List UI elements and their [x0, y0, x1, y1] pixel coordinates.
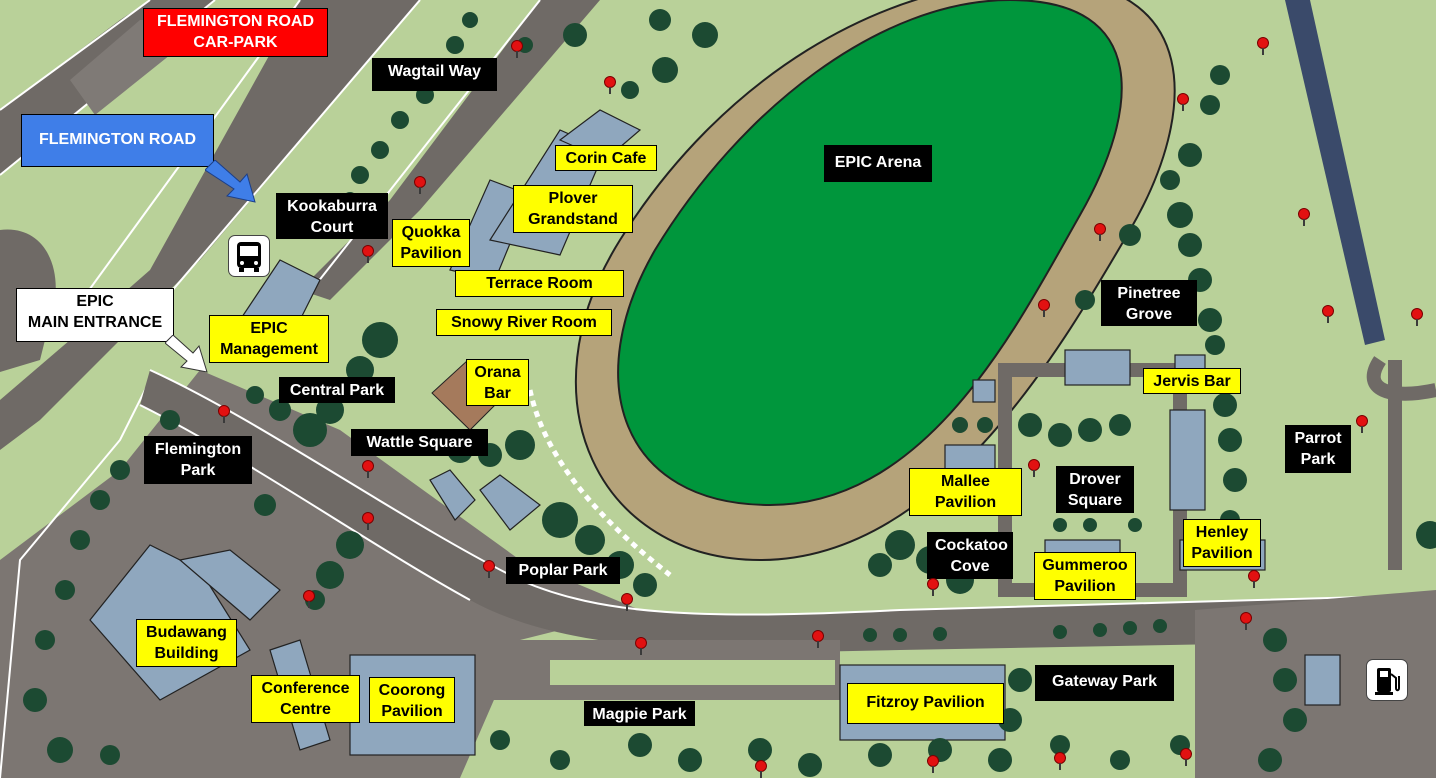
location-pin-icon	[811, 630, 825, 650]
conference-centre-label: Conference Centre	[251, 675, 360, 723]
location-pin-icon	[1256, 37, 1270, 57]
kookaburra-court-label: Kookaburra Court	[276, 193, 388, 239]
location-pin-icon	[1053, 752, 1067, 772]
location-pin-icon	[1093, 223, 1107, 243]
location-pin-icon	[1179, 748, 1193, 768]
location-pin-icon	[510, 40, 524, 60]
flemington-road-label: FLEMINGTON ROAD	[21, 114, 214, 167]
location-pin-icon	[1247, 570, 1261, 590]
epic-management-label: EPIC Management	[209, 315, 329, 363]
location-pin-icon	[754, 760, 768, 778]
arrow-icon	[205, 160, 256, 203]
arrow-icon	[165, 335, 208, 373]
bus-icon	[228, 235, 270, 277]
location-pin-icon	[302, 590, 316, 610]
location-pin-icon	[1239, 612, 1253, 632]
wagtail-way-label: Wagtail Way	[372, 58, 497, 91]
location-pin-icon	[634, 637, 648, 657]
jervis-bar-label: Jervis Bar	[1143, 368, 1241, 394]
henley-pavilion-label: Henley Pavilion	[1183, 519, 1261, 567]
poplar-park-label: Poplar Park	[506, 557, 620, 584]
location-pin-icon	[603, 76, 617, 96]
location-pin-icon	[926, 578, 940, 598]
fuel-pump-icon	[1366, 659, 1408, 701]
flemington-road-carpark-label: FLEMINGTON ROAD CAR-PARK	[143, 8, 328, 57]
location-pin-icon	[413, 176, 427, 196]
magpie-park-label: Magpie Park	[584, 701, 695, 726]
location-pin-icon	[926, 755, 940, 775]
snowy-river-room-label: Snowy River Room	[436, 309, 612, 336]
terrace-room-label: Terrace Room	[455, 270, 624, 297]
gateway-park-label: Gateway Park	[1035, 665, 1174, 701]
plover-grandstand-label: Plover Grandstand	[513, 185, 633, 233]
epic-arena-label: EPIC Arena	[824, 145, 932, 182]
location-pin-icon	[1037, 299, 1051, 319]
quokka-pavilion-label: Quokka Pavilion	[392, 219, 470, 267]
central-park-label: Central Park	[279, 377, 395, 403]
location-pin-icon	[361, 512, 375, 532]
budawang-building-label: Budawang Building	[136, 619, 237, 667]
location-pin-icon	[482, 560, 496, 580]
mallee-pavilion-label: Mallee Pavilion	[909, 468, 1022, 516]
location-pin-icon	[361, 460, 375, 480]
wattle-square-label: Wattle Square	[351, 429, 488, 456]
location-pin-icon	[361, 245, 375, 265]
coorong-pavilion-label: Coorong Pavilion	[369, 677, 455, 723]
flemington-park-label: Flemington Park	[144, 436, 252, 484]
gummeroo-pavilion-label: Gummeroo Pavilion	[1034, 552, 1136, 600]
corin-cafe-label: Corin Cafe	[555, 145, 657, 171]
fitzroy-pavilion-label: Fitzroy Pavilion	[847, 683, 1004, 724]
location-pin-icon	[1176, 93, 1190, 113]
location-pin-icon	[1297, 208, 1311, 228]
location-pin-icon	[620, 593, 634, 613]
location-pin-icon	[1410, 308, 1424, 328]
parrot-park-label: Parrot Park	[1285, 425, 1351, 473]
orana-bar-label: Orana Bar	[466, 359, 529, 406]
drover-square-label: Drover Square	[1056, 466, 1134, 513]
location-pin-icon	[217, 405, 231, 425]
location-pin-icon	[1355, 415, 1369, 435]
epic-main-entrance-label: EPIC MAIN ENTRANCE	[16, 288, 174, 342]
pinetree-grove-label: Pinetree Grove	[1101, 280, 1197, 326]
location-pin-icon	[1321, 305, 1335, 325]
cockatoo-cove-label: Cockatoo Cove	[927, 532, 1013, 579]
location-pin-icon	[1027, 459, 1041, 479]
